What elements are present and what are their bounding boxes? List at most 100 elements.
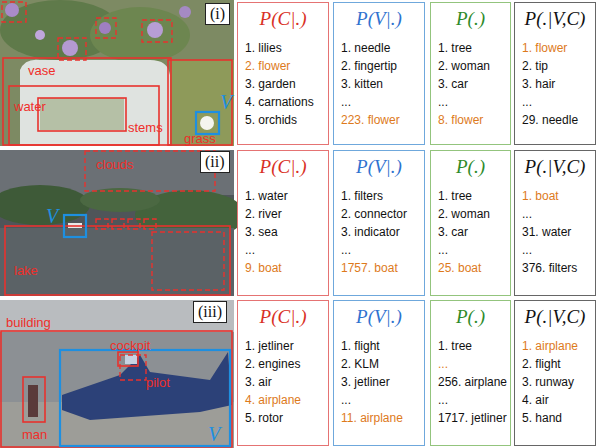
ranking-panel: P(.)1. tree...256. airplane...1717. jetl… bbox=[430, 300, 511, 446]
panel-heading: P(C|.) bbox=[238, 156, 328, 178]
ranked-word: 1. tree bbox=[438, 189, 472, 203]
region-box bbox=[3, 58, 171, 145]
dashed-box bbox=[152, 232, 224, 290]
ranked-word: 1. lilies bbox=[245, 41, 282, 55]
visual-region-label: V bbox=[208, 424, 220, 444]
visual-box bbox=[64, 215, 86, 237]
photo-flowers bbox=[0, 0, 234, 146]
region-box bbox=[1, 331, 232, 447]
ranking-panel: P(.|V,C)1. flower2. tip3. hair...29. nee… bbox=[514, 2, 596, 145]
ranked-word: 3. sea bbox=[245, 225, 278, 239]
ranked-word: ... bbox=[522, 243, 532, 257]
region-box bbox=[118, 352, 138, 366]
visual-box bbox=[196, 112, 219, 134]
ranked-word: 8. flower bbox=[438, 113, 483, 127]
ranked-word: 4. carnations bbox=[245, 95, 314, 109]
dashed-box bbox=[142, 20, 172, 42]
region-box bbox=[23, 377, 45, 422]
ranked-word: 2. river bbox=[245, 207, 282, 221]
panel-heading: P(.) bbox=[431, 306, 510, 328]
ranked-word: 2. flight bbox=[522, 357, 561, 371]
ranked-word: 3. air bbox=[245, 375, 272, 389]
dashed-box bbox=[120, 355, 146, 380]
flower bbox=[5, 3, 19, 17]
dashed-box bbox=[144, 219, 156, 229]
flower bbox=[99, 22, 111, 34]
visual-region-label: V bbox=[46, 206, 58, 226]
ranked-word: 1. needle bbox=[341, 41, 390, 55]
ranked-word: 2. woman bbox=[438, 207, 490, 221]
region-box bbox=[5, 226, 230, 295]
panel-number: (ii) bbox=[200, 151, 230, 173]
ranked-word: 3. hair bbox=[522, 77, 555, 91]
ranked-word: ... bbox=[438, 357, 448, 371]
ranking-panel: P(.|V,C)1. airplane2. flight3. runway4. … bbox=[514, 300, 596, 446]
ranked-word: 3. car bbox=[438, 77, 468, 91]
ranked-word: 5. orchids bbox=[245, 113, 297, 127]
ranked-word: 2. fingertip bbox=[341, 59, 397, 73]
ranked-word: ... bbox=[438, 243, 448, 257]
ranking-panel: P(.)1. tree2. woman3. car...25. boat bbox=[430, 150, 511, 296]
region-box bbox=[38, 98, 126, 131]
region-boxes bbox=[3, 58, 232, 145]
ranking-panel: P(V|.)1. needle2. fingertip3. kitten...2… bbox=[333, 2, 425, 145]
flower bbox=[62, 40, 78, 56]
ranked-word: 1. tree bbox=[438, 339, 472, 353]
ranked-word: 9. boat bbox=[245, 261, 282, 275]
ranked-word: 5. rotor bbox=[245, 411, 283, 425]
ranking-panel: P(.)1. tree2. woman3. car...8. flower bbox=[430, 2, 511, 145]
ranked-word: 1. tree bbox=[438, 41, 472, 55]
ranked-word: ... bbox=[522, 95, 532, 109]
ranked-word: 1. boat bbox=[522, 189, 559, 203]
dashed-box bbox=[58, 38, 86, 60]
ranked-word: 1. flower bbox=[522, 41, 567, 55]
ranked-word: ... bbox=[341, 95, 351, 109]
flower bbox=[35, 30, 45, 40]
dashed-box bbox=[96, 219, 108, 229]
region-label: cockpit bbox=[110, 339, 150, 352]
ranked-word: 376. filters bbox=[522, 261, 577, 275]
ranked-word: 2. flower bbox=[245, 59, 290, 73]
ranking-panel: P(C|.)1. jetliner2. engines3. air4. airp… bbox=[237, 300, 329, 446]
region-box bbox=[168, 60, 232, 145]
ranked-word: ... bbox=[522, 207, 532, 221]
region-label: lake bbox=[14, 264, 38, 277]
trees bbox=[0, 185, 90, 225]
visual-region-label: V bbox=[220, 92, 232, 112]
panel-heading: P(.|V,C) bbox=[515, 156, 595, 178]
cockpit-glass bbox=[125, 355, 137, 364]
ranked-word: ... bbox=[438, 393, 448, 407]
region-label: pilot bbox=[146, 376, 170, 389]
grass-area bbox=[170, 60, 234, 146]
ranked-word: 1. airplane bbox=[522, 339, 578, 353]
region-boxes bbox=[1, 331, 232, 447]
region-label: water bbox=[14, 100, 46, 113]
ranked-word: 31. water bbox=[522, 225, 571, 239]
ranked-word: 3. kitten bbox=[341, 77, 383, 91]
dashed-box bbox=[2, 2, 26, 22]
ranking-panel: P(C|.)1. lilies2. flower3. garden4. carn… bbox=[237, 2, 329, 145]
ranked-word: 3. garden bbox=[245, 77, 296, 91]
ranked-word: 2. KLM bbox=[341, 357, 379, 371]
ranked-word: 1. jetliner bbox=[245, 339, 294, 353]
ranked-word: 3. indicator bbox=[341, 225, 400, 239]
region-label: building bbox=[6, 316, 51, 329]
ranked-word: ... bbox=[438, 95, 448, 109]
ranked-word: 5. hand bbox=[522, 411, 562, 425]
ranked-word: 1757. boat bbox=[341, 261, 398, 275]
panel-heading: P(.|V,C) bbox=[515, 306, 595, 328]
panel-heading: P(C|.) bbox=[238, 306, 328, 328]
flower bbox=[179, 6, 191, 18]
photo-ground bbox=[0, 0, 234, 146]
dashed-region-boxes bbox=[120, 355, 146, 380]
dashed-box bbox=[128, 219, 140, 229]
dashed-box bbox=[112, 219, 124, 229]
leaves bbox=[90, 7, 190, 63]
region-label: man bbox=[22, 428, 47, 441]
ranked-word: 29. needle bbox=[522, 113, 578, 127]
ranked-word: 11. airplane bbox=[341, 411, 403, 425]
visual-box bbox=[60, 350, 230, 446]
ranked-word: 3. runway bbox=[522, 375, 574, 389]
ranked-word: 1. filters bbox=[341, 189, 383, 203]
panel-heading: P(.|V,C) bbox=[515, 8, 595, 30]
